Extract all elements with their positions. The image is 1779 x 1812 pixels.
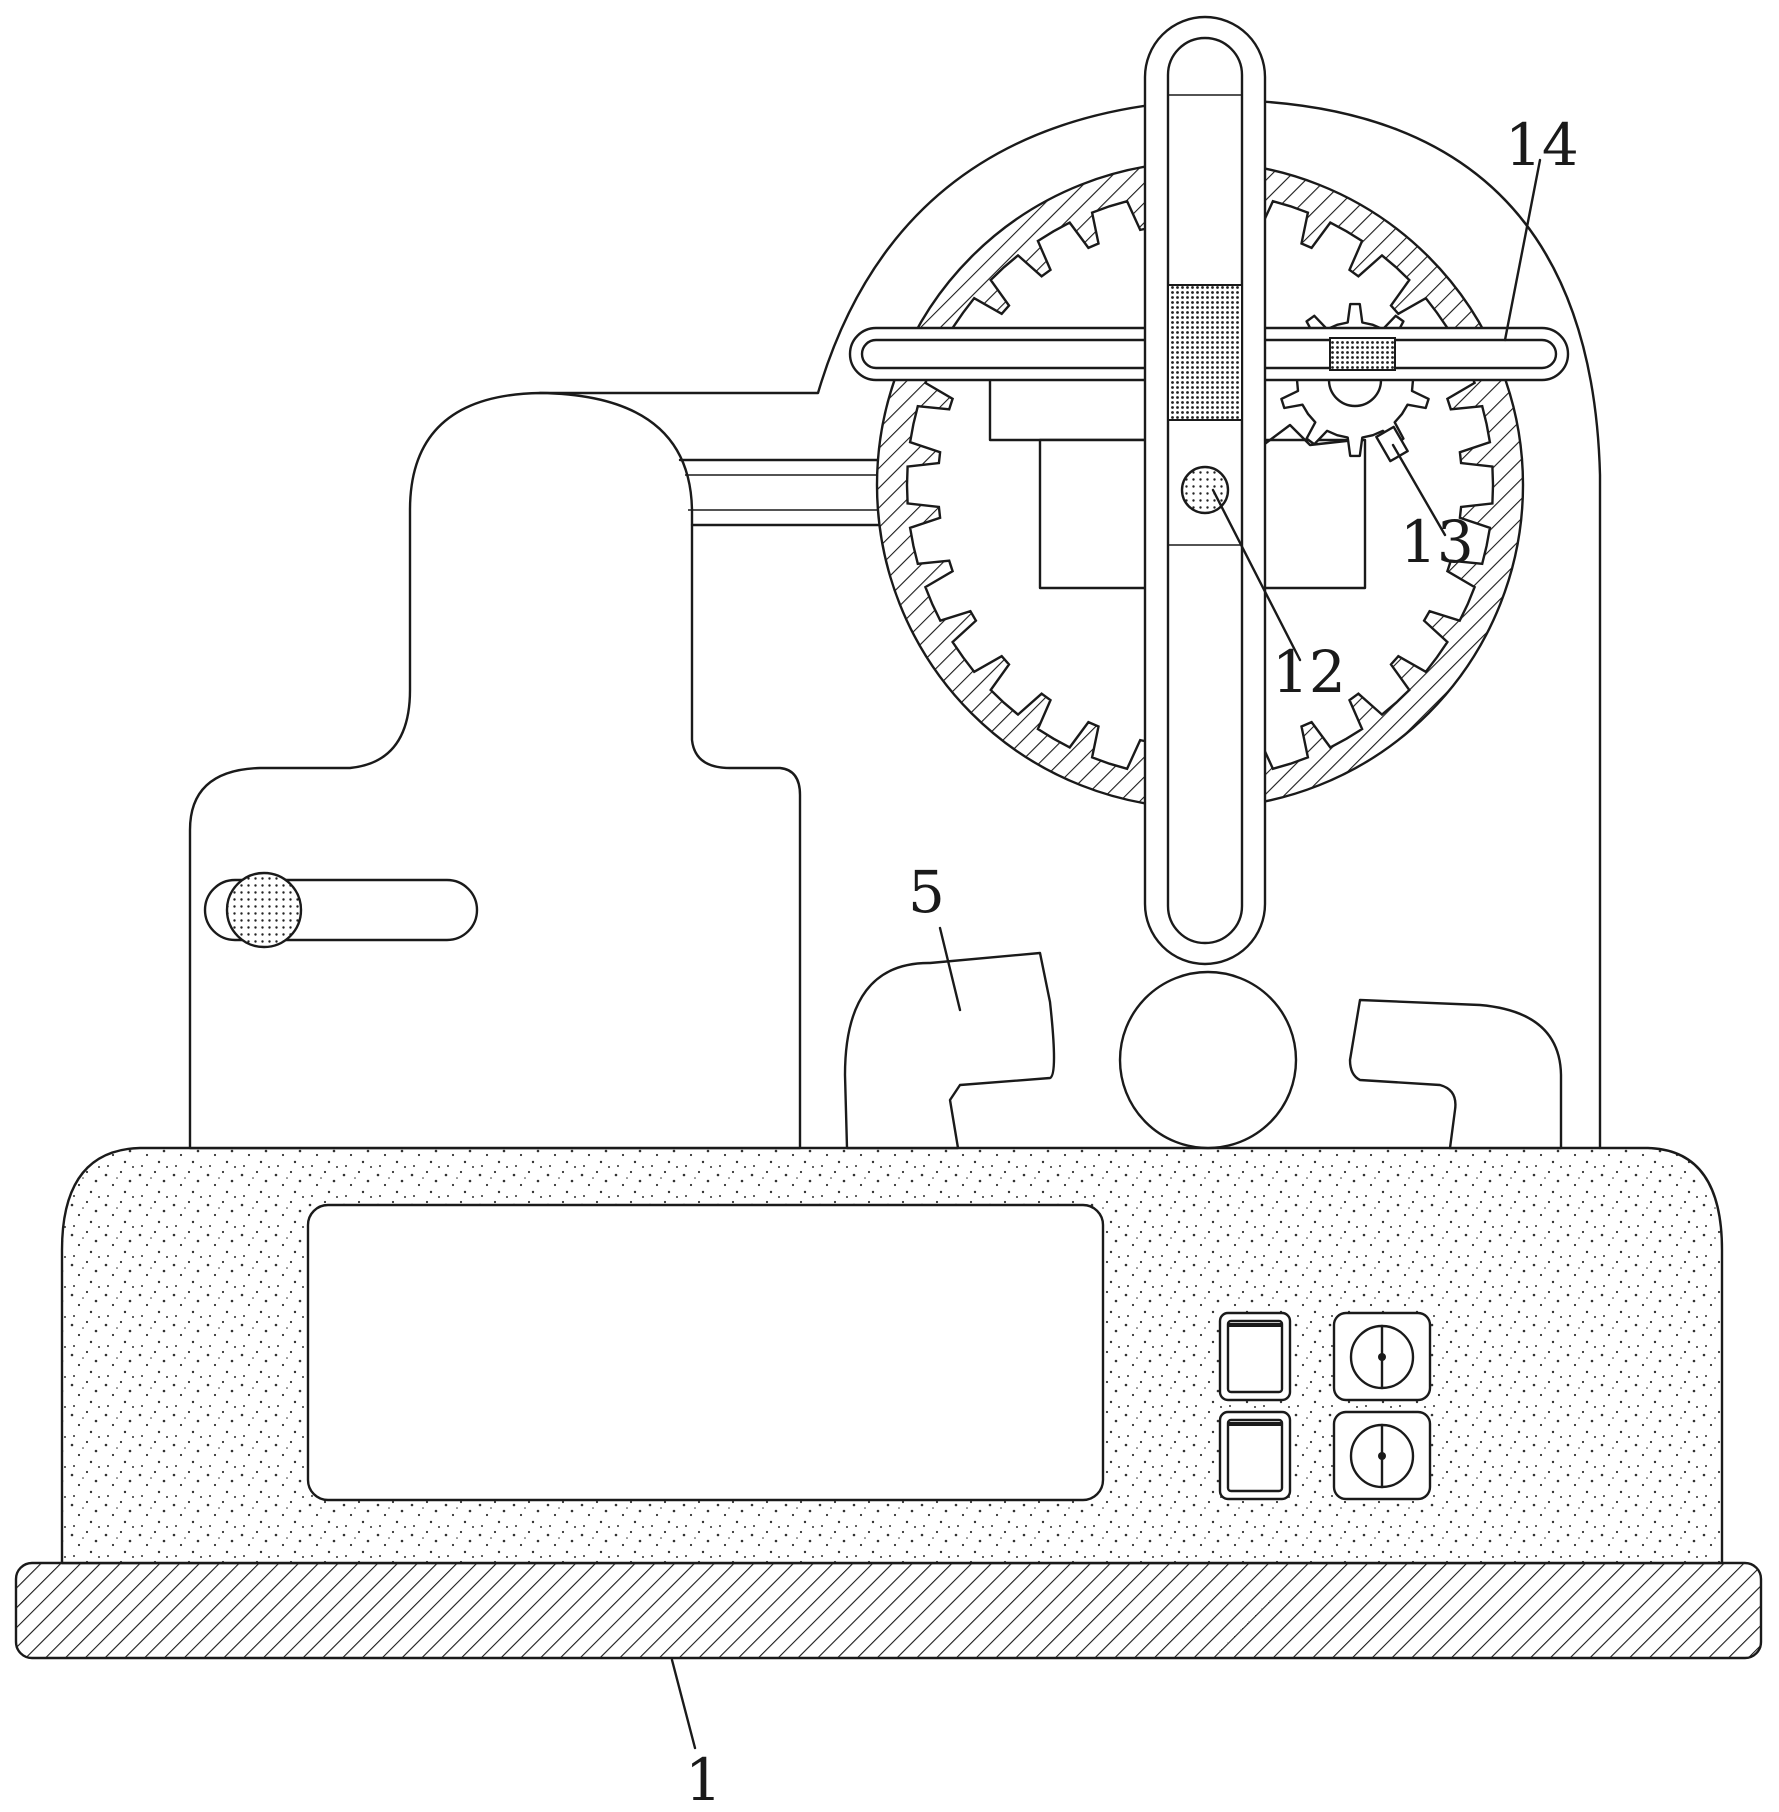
square-button-top[interactable] <box>1218 1311 1292 1402</box>
label-5: 5 <box>908 858 945 926</box>
roller <box>1118 970 1298 1150</box>
slot-pin <box>225 871 303 949</box>
square-button-bottom[interactable] <box>1218 1410 1292 1501</box>
ground-plate <box>14 1561 1763 1660</box>
label-1: 1 <box>685 1746 722 1812</box>
vertical-slider <box>1167 284 1243 421</box>
rotary-knob-top[interactable] <box>1332 1311 1432 1402</box>
display-screen <box>306 1203 1105 1502</box>
label-13: 13 <box>1400 508 1474 576</box>
horizontal-slider <box>1329 337 1396 371</box>
left-clamp-jaw <box>843 951 1056 1150</box>
rotary-knob-bottom[interactable] <box>1332 1410 1432 1501</box>
crank-pin <box>1180 465 1230 515</box>
vertical-slot-bar <box>1143 15 1267 966</box>
leader-lines <box>670 158 1542 1750</box>
left-body <box>188 391 802 1150</box>
control-panel <box>1218 1311 1432 1501</box>
label-12: 12 <box>1272 638 1346 706</box>
right-clamp-jaw <box>1348 998 1563 1150</box>
label-14: 14 <box>1505 111 1579 179</box>
